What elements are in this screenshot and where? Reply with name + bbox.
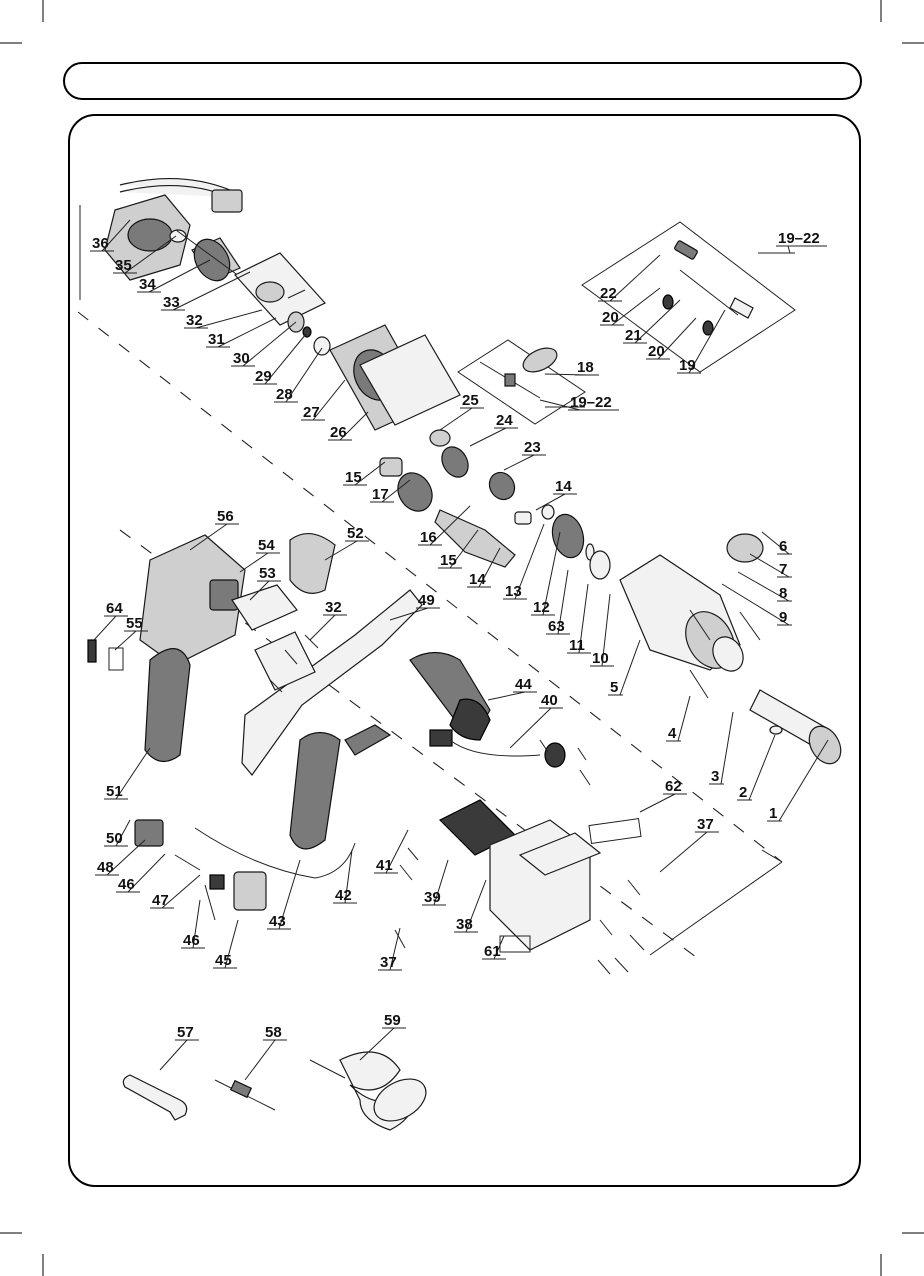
callout-c9: 9 xyxy=(779,609,787,626)
callout-c31: 31 xyxy=(208,331,225,348)
callout-c42: 42 xyxy=(335,887,352,904)
callout-c62: 62 xyxy=(665,778,682,795)
callout-c14b: 14 xyxy=(469,571,486,588)
callout-c58: 58 xyxy=(265,1024,282,1041)
callout-c56: 56 xyxy=(217,508,234,525)
callout-c19: 19 xyxy=(679,357,696,374)
callout-c14: 14 xyxy=(555,478,572,495)
callout-c1922a: 19–22 xyxy=(778,230,820,247)
callout-c50: 50 xyxy=(106,830,123,847)
callout-c64: 64 xyxy=(106,600,123,617)
callout-c29: 29 xyxy=(255,368,272,385)
callout-c6: 6 xyxy=(779,538,787,555)
callout-c63: 63 xyxy=(548,618,565,635)
callout-c46: 46 xyxy=(118,876,135,893)
callout-c20b: 20 xyxy=(648,343,665,360)
callout-c32b: 32 xyxy=(325,599,342,616)
callout-c10: 10 xyxy=(592,650,609,667)
callout-c35: 35 xyxy=(115,257,132,274)
callout-c15: 15 xyxy=(440,552,457,569)
callout-c44: 44 xyxy=(515,676,532,693)
callout-c41: 41 xyxy=(376,857,393,874)
callout-c55: 55 xyxy=(126,615,143,632)
callout-c4: 4 xyxy=(668,725,677,742)
callout-c1: 1 xyxy=(769,805,777,822)
callout-c24: 24 xyxy=(496,412,513,429)
callout-c43: 43 xyxy=(269,913,286,930)
callout-c20: 20 xyxy=(602,309,619,326)
callout-c28: 28 xyxy=(276,386,293,403)
callout-c5: 5 xyxy=(610,679,618,696)
callout-c57: 57 xyxy=(177,1024,194,1041)
header-bar xyxy=(64,63,861,99)
callout-c51: 51 xyxy=(106,783,123,800)
callout-c33: 33 xyxy=(163,294,180,311)
callout-c37: 37 xyxy=(697,816,714,833)
callout-c12: 12 xyxy=(533,599,550,616)
callout-c21: 21 xyxy=(625,327,642,344)
callout-c1922b: 19–22 xyxy=(570,394,612,411)
callout-c48: 48 xyxy=(97,859,114,876)
callout-c25: 25 xyxy=(462,392,479,409)
callout-c61: 61 xyxy=(484,943,501,960)
callout-c3: 3 xyxy=(711,768,719,785)
callout-c53: 53 xyxy=(259,565,276,582)
callout-c32: 32 xyxy=(186,312,203,329)
callout-c2: 2 xyxy=(739,784,747,801)
callout-c47: 47 xyxy=(152,892,169,909)
callout-c17: 17 xyxy=(372,486,389,503)
callout-c7: 7 xyxy=(779,561,787,578)
callout-c37b: 37 xyxy=(380,954,397,971)
callout-c13: 13 xyxy=(505,583,522,600)
callout-c40: 40 xyxy=(541,692,558,709)
callout-c30: 30 xyxy=(233,350,250,367)
callout-c11: 11 xyxy=(569,637,585,654)
callout-c27: 27 xyxy=(303,404,320,421)
callout-c52: 52 xyxy=(347,525,364,542)
callout-c39: 39 xyxy=(424,889,441,906)
callout-c45: 45 xyxy=(215,952,232,969)
callout-c26: 26 xyxy=(330,424,347,441)
callout-c54: 54 xyxy=(258,537,275,554)
callout-c16: 16 xyxy=(420,529,437,546)
callout-c38: 38 xyxy=(456,916,473,933)
callout-c23: 23 xyxy=(524,439,541,456)
callout-c34: 34 xyxy=(139,276,156,293)
callout-c36: 36 xyxy=(92,235,109,252)
callout-c15b: 15 xyxy=(345,469,362,486)
callout-c8: 8 xyxy=(779,585,787,602)
callout-c49: 49 xyxy=(418,592,435,609)
callout-c46b: 46 xyxy=(183,932,200,949)
callout-c22: 22 xyxy=(600,285,617,302)
callout-c18: 18 xyxy=(577,359,594,376)
callout-c59: 59 xyxy=(384,1012,401,1029)
